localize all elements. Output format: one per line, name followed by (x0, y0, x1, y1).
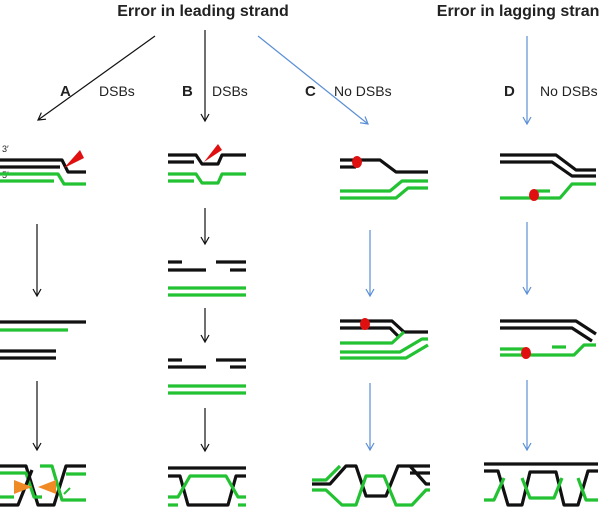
lesion-marker-left (14, 480, 32, 494)
panel-d-stage-1 (500, 153, 596, 201)
panel-a-letter: A (60, 83, 71, 100)
panel-d-label: No DSBs (540, 83, 598, 99)
panel-b-stage-1 (168, 144, 246, 185)
panel-a-stage-2 (0, 320, 86, 360)
error-wedge-marker (64, 150, 84, 168)
three-prime-label: 3′ (2, 144, 9, 154)
panel-b-stage-4 (168, 466, 246, 507)
panel-a-label: DSBs (99, 83, 135, 99)
title-leading-strand: Error in leading strand (117, 3, 289, 20)
arrow-to-panel-a (37, 35, 156, 121)
lesion-marker-right (38, 480, 56, 494)
panel-d-stage-3 (484, 462, 598, 507)
panel-d-letter: D (504, 83, 515, 100)
mismatch-dot (360, 318, 370, 330)
panel-b-stage-2 (168, 260, 246, 297)
panel-c-stage-3 (312, 464, 430, 507)
panel-a-stage-1 (0, 150, 86, 186)
error-wedge-marker (204, 144, 222, 162)
panel-b-stage-3 (168, 358, 246, 395)
panel-c-label: No DSBs (334, 83, 392, 99)
panel-c-letter: C (305, 83, 316, 100)
mismatch-dot (521, 347, 531, 359)
panel-a-stage-3 (0, 464, 86, 507)
mismatch-dot (352, 156, 362, 168)
title-lagging-strand: Error in lagging strand (437, 3, 600, 20)
panel-b-letter: B (182, 83, 193, 100)
panel-c-stage-2 (340, 318, 429, 360)
panel-b-label: DSBs (212, 83, 248, 99)
panel-c-stage-1 (340, 156, 428, 200)
arrow-to-panel-c (257, 35, 369, 125)
panel-d-stage-2 (500, 319, 597, 359)
mismatch-dot (529, 189, 539, 201)
